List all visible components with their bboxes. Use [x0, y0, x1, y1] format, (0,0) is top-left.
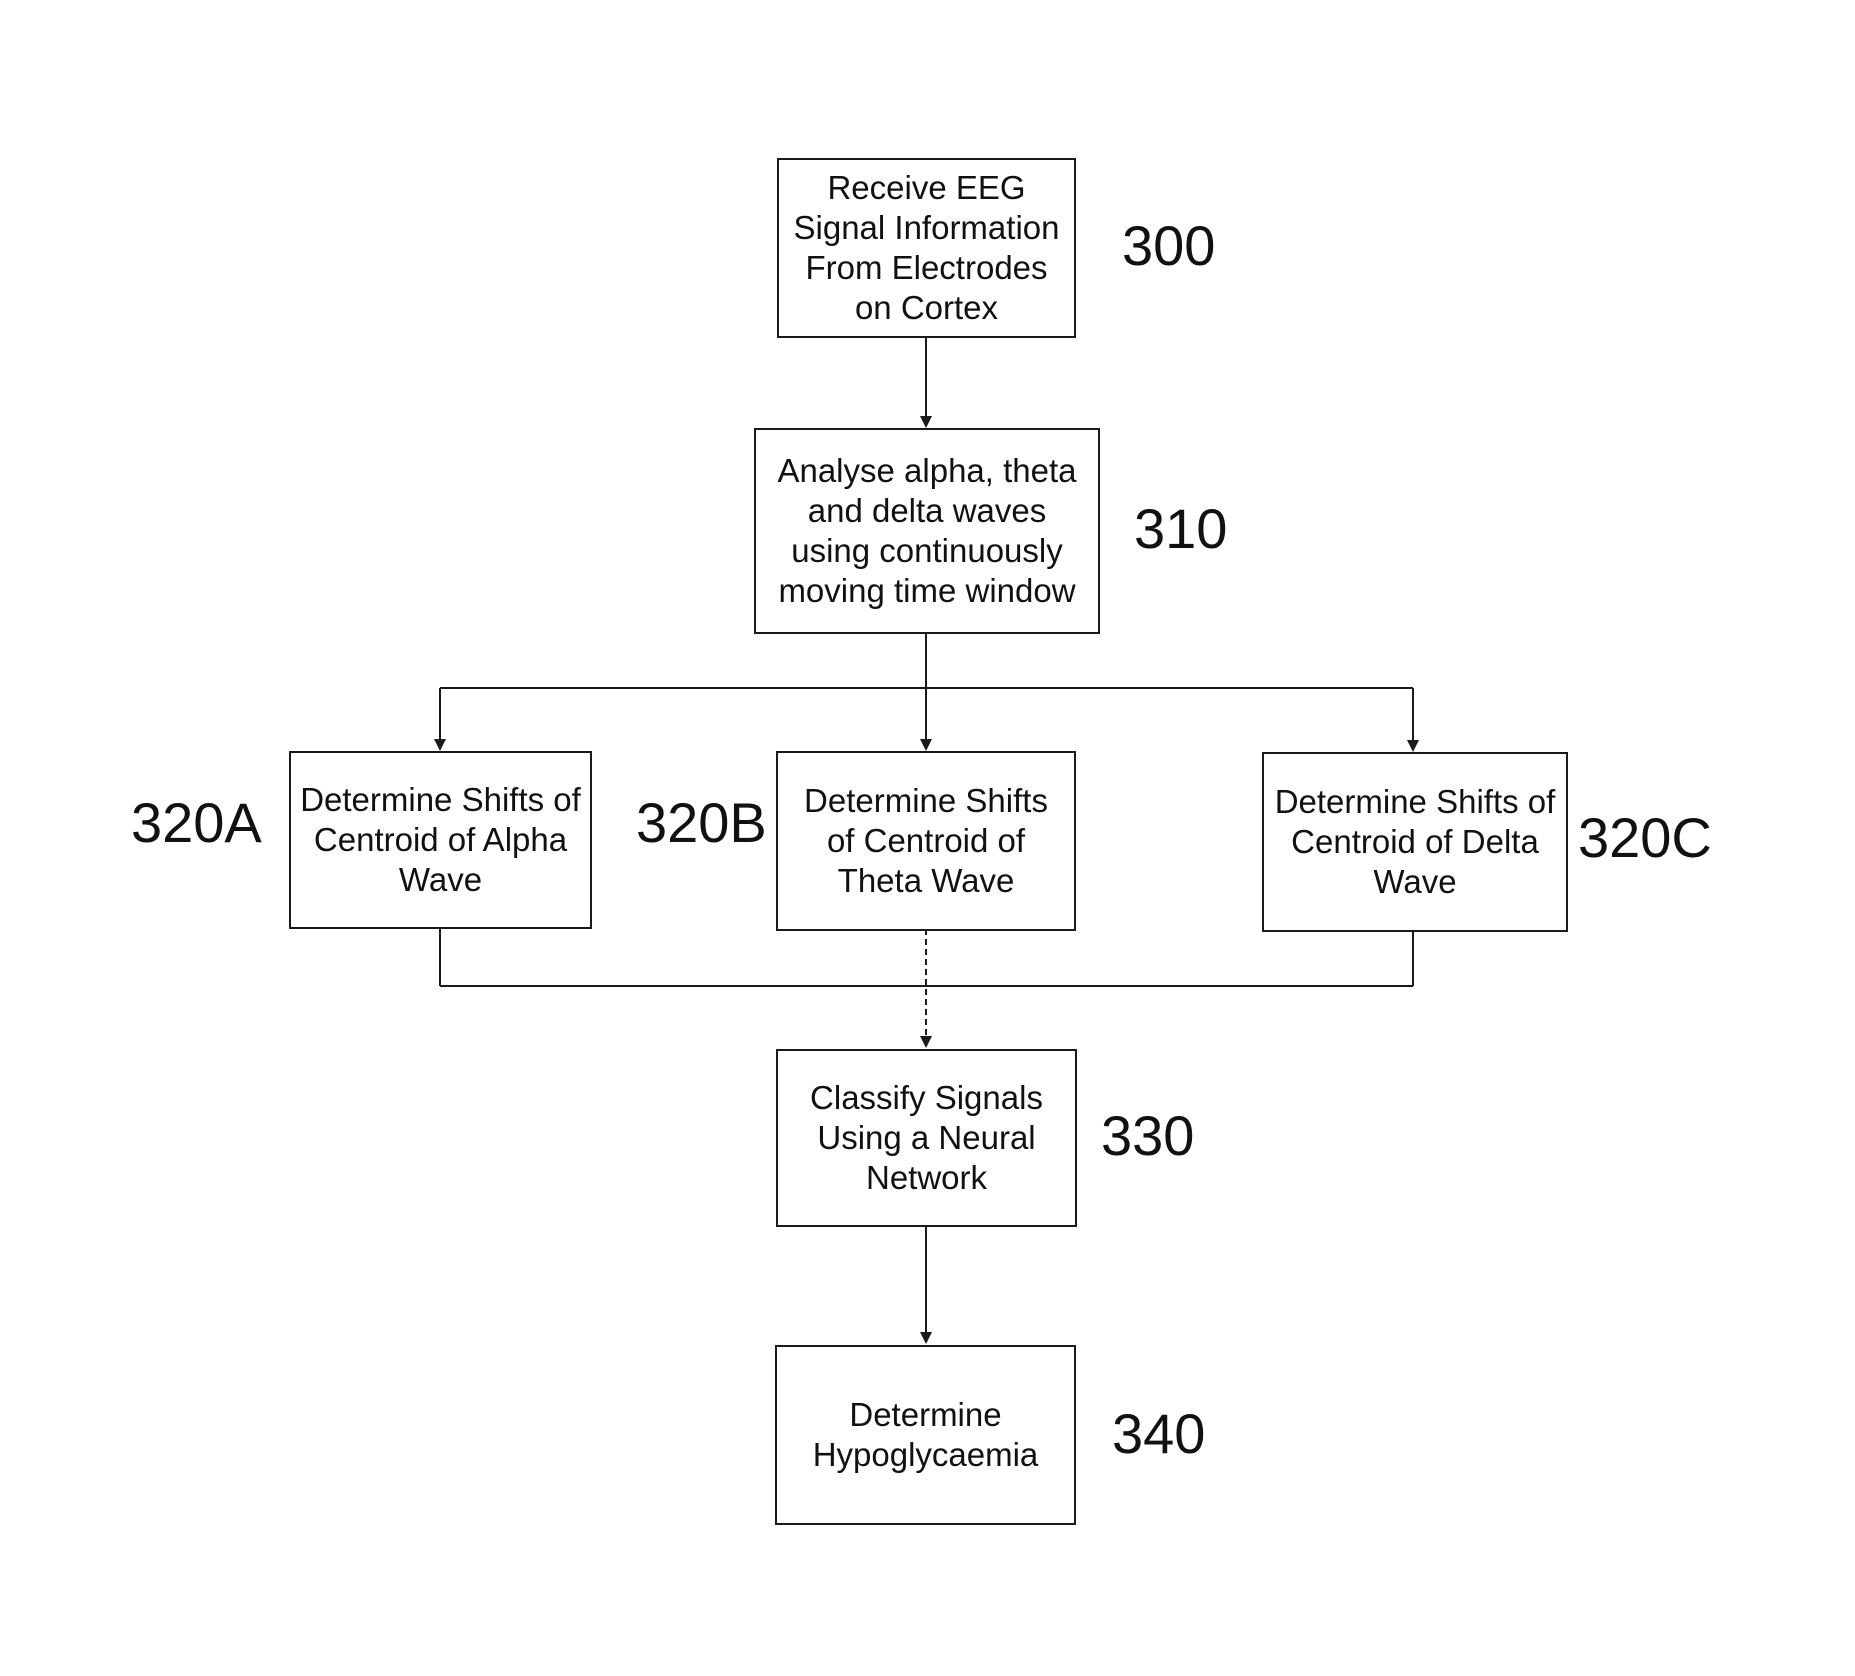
step-310-ref: 310	[1134, 499, 1227, 559]
step-330-text: Classify Signals Using a Neural Network	[786, 1078, 1067, 1198]
step-300-box: Receive EEG Signal Information From Elec…	[777, 158, 1076, 338]
step-330-box: Classify Signals Using a Neural Network	[776, 1049, 1077, 1227]
step-320a-ref: 320A	[131, 793, 262, 853]
step-320c-text: Determine Shifts of Centroid of Delta Wa…	[1272, 782, 1558, 902]
step-320a-text: Determine Shifts of Centroid of Alpha Wa…	[299, 780, 582, 900]
step-340-text: Determine Hypoglycaemia	[785, 1395, 1066, 1475]
step-300-text: Receive EEG Signal Information From Elec…	[787, 168, 1066, 328]
step-320a-box: Determine Shifts of Centroid of Alpha Wa…	[289, 751, 592, 929]
step-310-box: Analyse alpha, theta and delta waves usi…	[754, 428, 1100, 634]
step-340-ref: 340	[1112, 1404, 1205, 1464]
step-320c-ref: 320C	[1578, 808, 1712, 868]
step-300-ref: 300	[1122, 216, 1215, 276]
step-340-box: Determine Hypoglycaemia	[775, 1345, 1076, 1525]
step-310-text: Analyse alpha, theta and delta waves usi…	[764, 451, 1090, 611]
step-320c-box: Determine Shifts of Centroid of Delta Wa…	[1262, 752, 1568, 932]
step-320b-ref: 320B	[636, 793, 767, 853]
step-320b-text: Determine Shifts of Centroid of Theta Wa…	[786, 781, 1066, 901]
step-330-ref: 330	[1101, 1106, 1194, 1166]
step-320b-box: Determine Shifts of Centroid of Theta Wa…	[776, 751, 1076, 931]
